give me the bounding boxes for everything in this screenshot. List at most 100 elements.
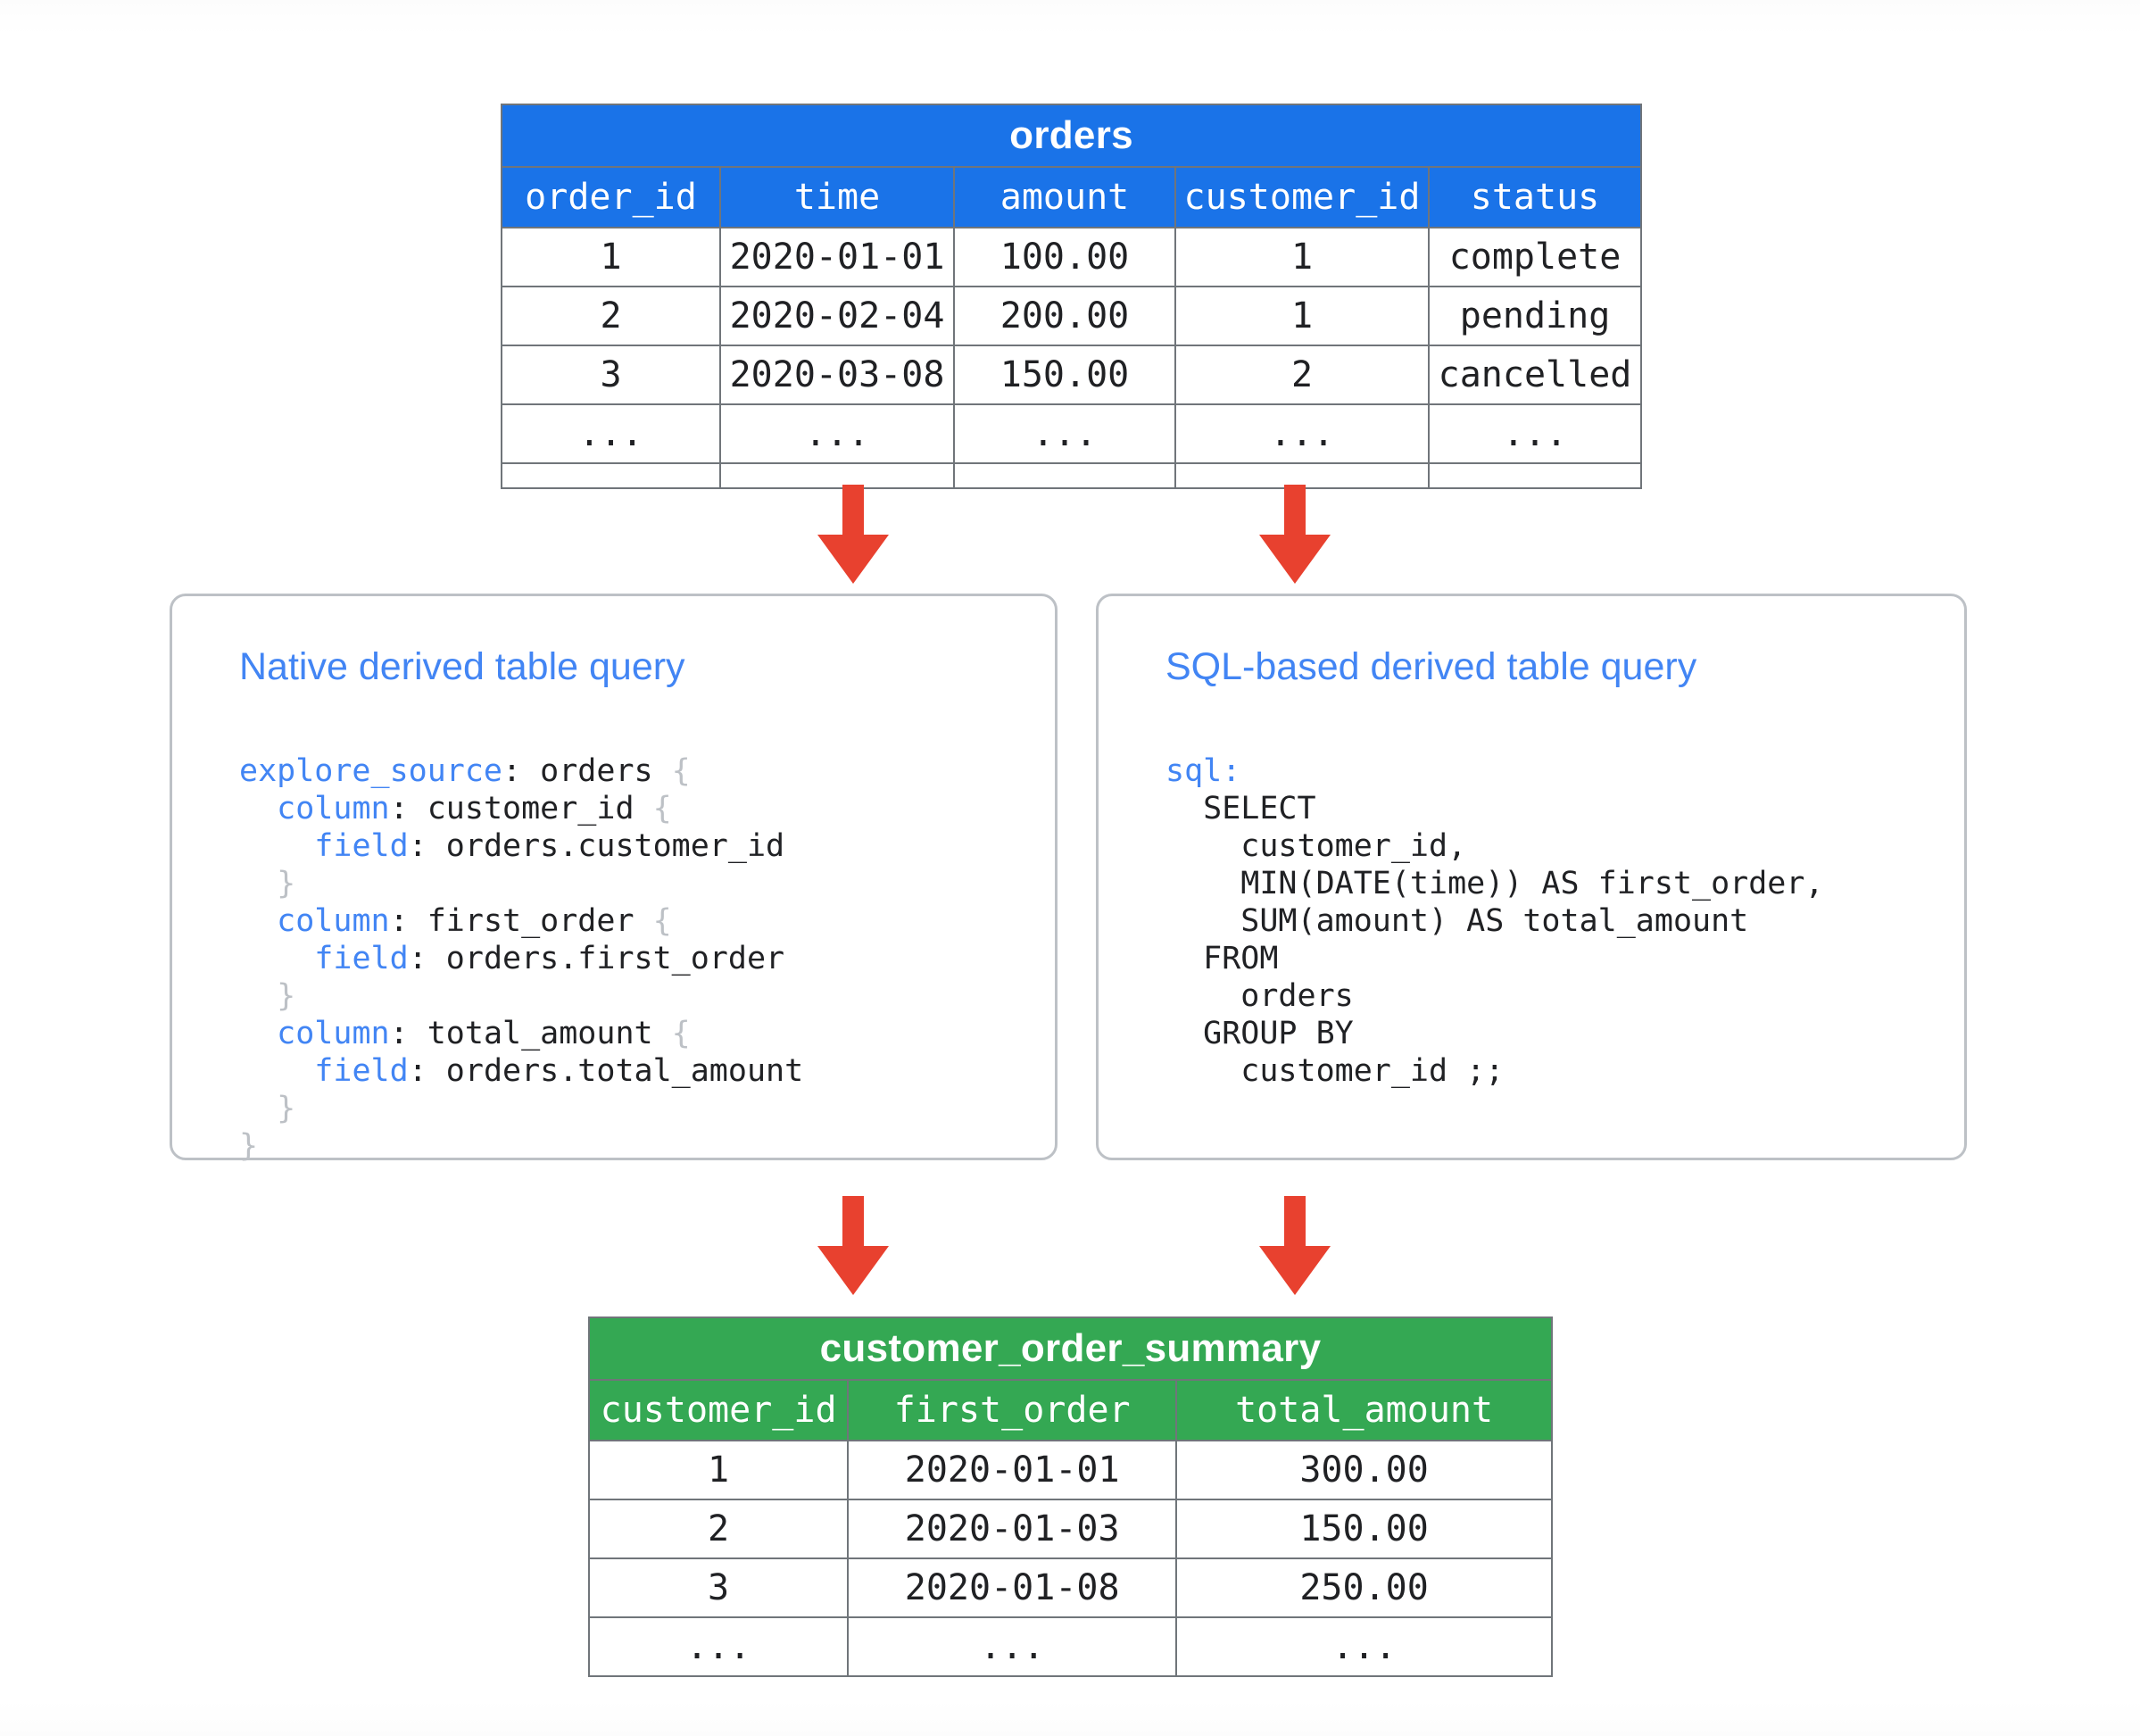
native-derived-table-card: Native derived table query explore_sourc…	[170, 594, 1058, 1164]
column-header: first_order	[847, 1379, 1178, 1441]
code-line: }	[239, 977, 803, 1015]
arrow-orders-to-sql	[1248, 485, 1342, 585]
code-token: {	[671, 1016, 691, 1051]
table-row-clipped	[501, 462, 1643, 489]
table-cell: ...	[1427, 403, 1643, 464]
table-cell: 1	[587, 1440, 850, 1500]
table-cell: 2	[587, 1499, 850, 1559]
table-cell: 150.00	[953, 345, 1176, 405]
code-line: column: total_amount {	[239, 1015, 803, 1052]
table-cell	[953, 462, 1176, 489]
column-header: status	[1427, 166, 1643, 228]
native-card-title: Native derived table query	[239, 645, 685, 688]
code-token: }	[277, 866, 296, 901]
code-line: }	[239, 865, 803, 902]
down-arrow-icon	[1259, 1196, 1331, 1295]
table-cell: 1	[501, 227, 721, 287]
code-token	[239, 1016, 277, 1051]
code-token: : customer_id	[389, 791, 653, 826]
table-cell: 1	[1174, 227, 1430, 287]
code-line: field: orders.first_order	[239, 940, 803, 977]
code-line: customer_id,	[1165, 827, 1824, 865]
code-line: field: orders.customer_id	[239, 827, 803, 865]
code-token: orders	[1165, 978, 1354, 1014]
code-line: SUM(amount) AS total_amount	[1165, 902, 1824, 940]
arrow-sql-to-summary	[1248, 1196, 1342, 1296]
table-cell: ...	[847, 1616, 1178, 1677]
table-cell	[501, 462, 721, 489]
code-line: orders	[1165, 977, 1824, 1015]
code-token: sql:	[1165, 753, 1241, 789]
table-cell	[1427, 462, 1643, 489]
code-line: }	[239, 1090, 803, 1127]
code-line: column: customer_id {	[239, 790, 803, 827]
code-token: : orders	[502, 753, 672, 789]
column-header: amount	[953, 166, 1176, 228]
code-line: SELECT	[1165, 790, 1824, 827]
table-cell: 2020-02-04	[719, 286, 955, 346]
code-token: {	[671, 753, 691, 789]
table-title: orders	[500, 104, 1643, 168]
table-cell: 1	[1174, 286, 1430, 346]
table-cell: 2020-01-01	[719, 227, 955, 287]
column-header: time	[719, 166, 955, 228]
table-title-row: orders	[500, 104, 1643, 168]
code-token: : orders.total_amount	[408, 1053, 804, 1089]
table-cell: 2	[1174, 345, 1430, 405]
code-token	[239, 978, 277, 1014]
table-cell: cancelled	[1427, 345, 1643, 405]
table-cell: ...	[719, 403, 955, 464]
code-token	[239, 903, 277, 939]
table-cell: ...	[587, 1616, 850, 1677]
table-cell: ...	[501, 403, 721, 464]
code-token: SELECT	[1165, 791, 1316, 826]
code-token: }	[277, 1091, 296, 1126]
code-line: explore_source: orders {	[239, 752, 803, 790]
arrow-native-to-summary	[806, 1196, 900, 1296]
code-line: customer_id ;;	[1165, 1052, 1824, 1090]
code-token: customer_id ;;	[1165, 1053, 1505, 1089]
code-line: GROUP BY	[1165, 1015, 1824, 1052]
code-token: field	[314, 1053, 409, 1089]
code-token: : orders.first_order	[408, 941, 785, 976]
table-title: customer_order_summary	[588, 1317, 1553, 1381]
table-cell: pending	[1427, 286, 1643, 346]
code-token: FROM	[1165, 941, 1279, 976]
code-token: customer_id,	[1165, 828, 1467, 864]
code-token: }	[239, 1128, 259, 1164]
column-header: customer_id	[587, 1379, 850, 1441]
table-cell: 300.00	[1175, 1440, 1553, 1500]
table-row: ...............	[501, 403, 1643, 464]
column-header: order_id	[501, 166, 721, 228]
table-row: .........	[587, 1616, 1553, 1677]
column-header: total_amount	[1175, 1379, 1553, 1441]
down-arrow-icon	[1259, 485, 1331, 584]
arrow-orders-to-native	[806, 485, 900, 585]
table-cell: 3	[501, 345, 721, 405]
code-token: explore_source	[239, 753, 503, 789]
code-token: : orders.customer_id	[408, 828, 785, 864]
table-cell: 100.00	[953, 227, 1176, 287]
table-cell: ...	[1175, 1616, 1553, 1677]
code-token: {	[652, 903, 672, 939]
table-cell: ...	[1174, 403, 1430, 464]
code-token	[239, 941, 314, 976]
code-token: column	[277, 1016, 390, 1051]
code-token	[239, 1091, 277, 1126]
code-token: {	[652, 791, 672, 826]
column-header: customer_id	[1174, 166, 1430, 228]
table-cell: 2	[501, 286, 721, 346]
table-cell: 2020-01-03	[847, 1499, 1178, 1559]
code-line: }	[239, 1127, 803, 1165]
code-token: : total_amount	[389, 1016, 672, 1051]
table-cell: 200.00	[953, 286, 1176, 346]
table-cell: 2020-01-08	[847, 1557, 1178, 1618]
